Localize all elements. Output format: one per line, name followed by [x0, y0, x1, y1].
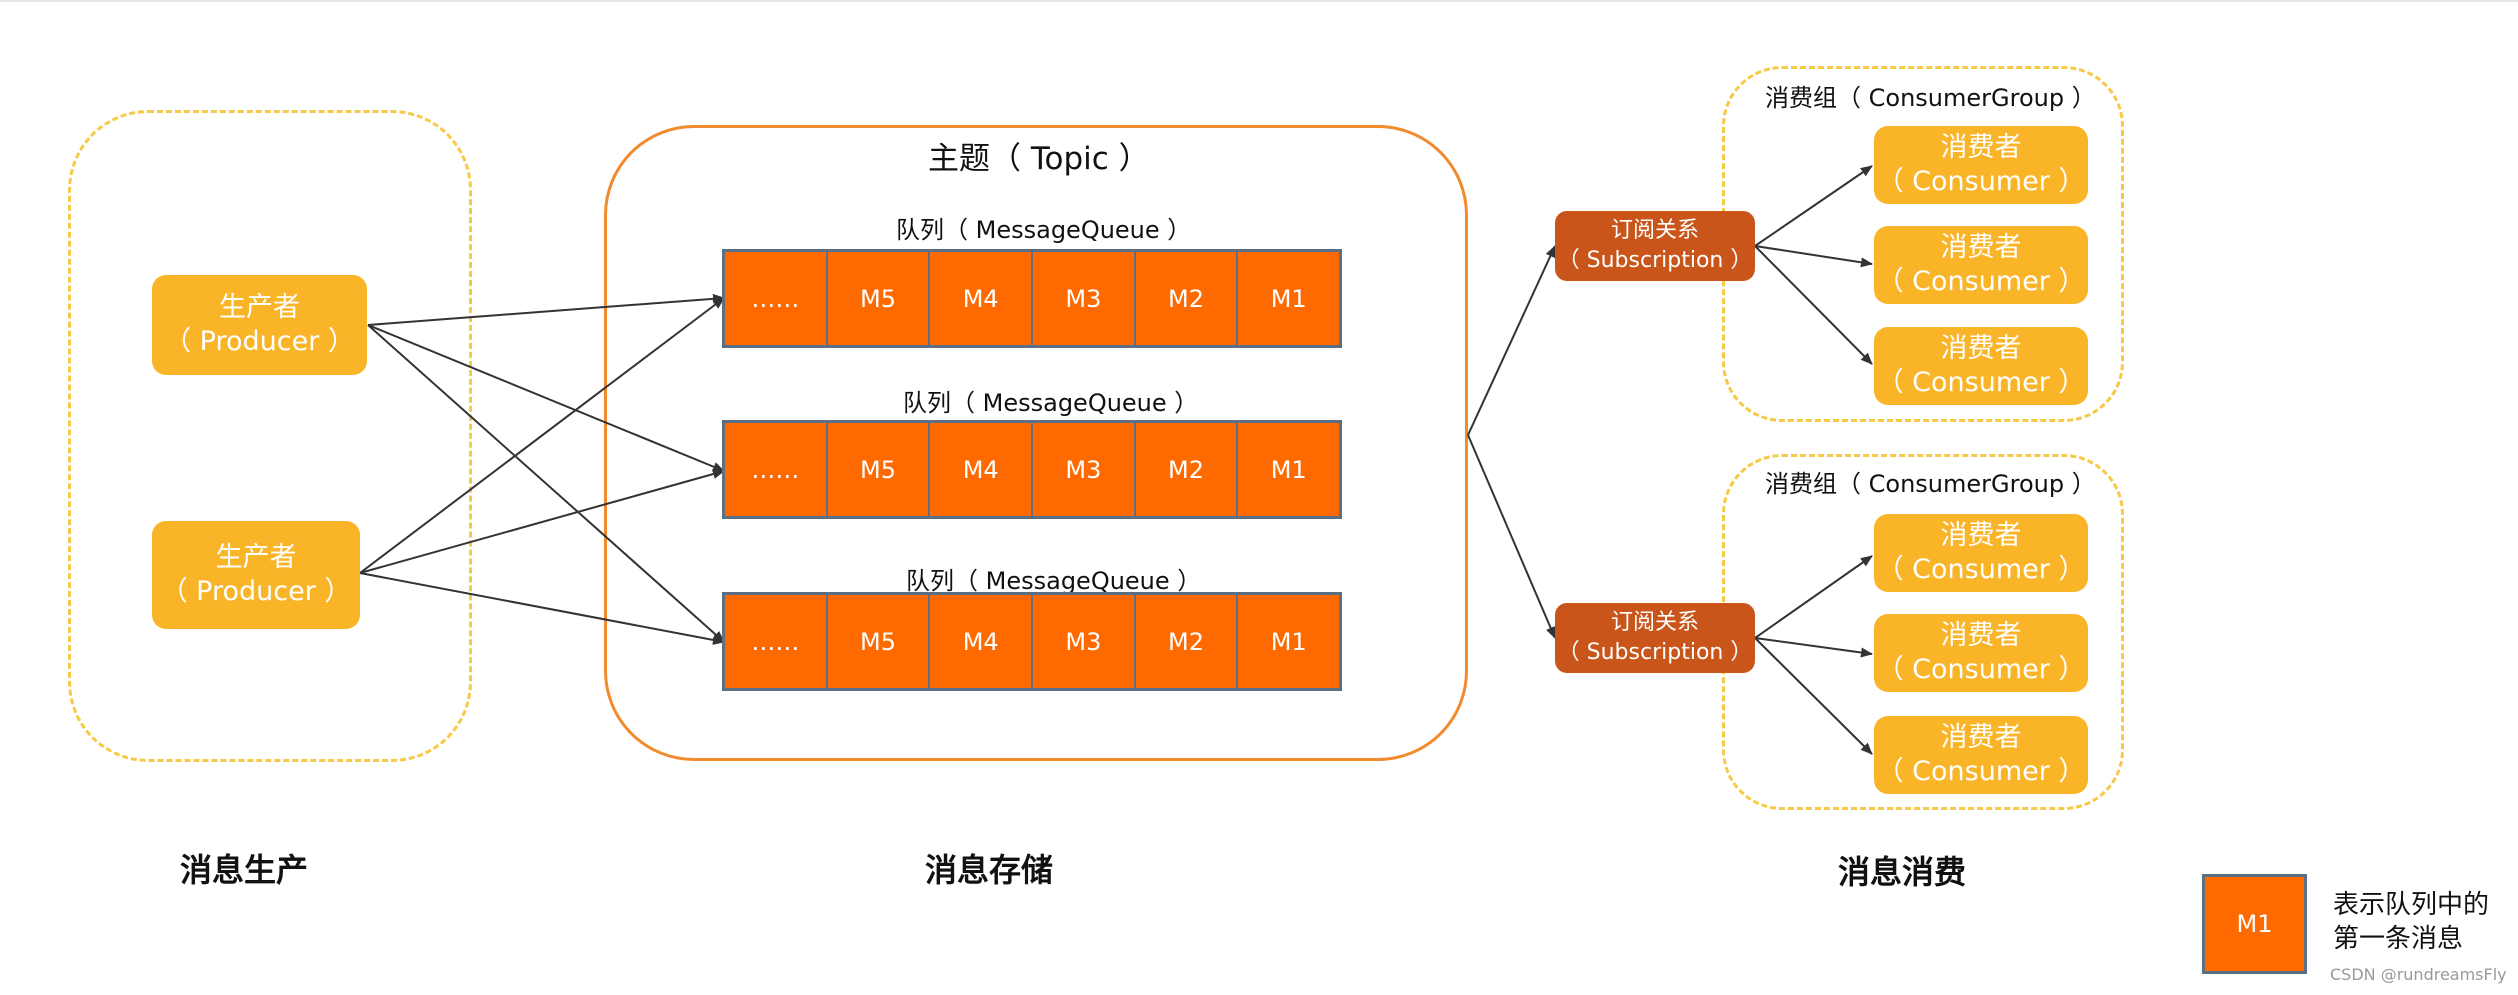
- queue-cell: M1: [1270, 284, 1307, 313]
- consumer-sub: （ Consumer ）: [1876, 266, 2086, 297]
- subscription-name: 订阅关系: [1610, 218, 1699, 243]
- queue-cell: M1: [1270, 627, 1307, 656]
- consumer-group-label: 消费组（ ConsumerGroup ）: [1765, 84, 2096, 112]
- legend-text: 表示队列中的 第一条消息: [2333, 888, 2489, 956]
- queue-cell: M1: [1270, 455, 1307, 484]
- arrow-p1-q1: [367, 293, 725, 326]
- queue-cell: M2: [1136, 423, 1239, 516]
- consumer-name: 消费者: [1940, 722, 2022, 753]
- subscription-sub: （ Subscription ）: [1557, 640, 1753, 665]
- legend-swatch: M1: [2202, 874, 2307, 974]
- consumer-node: 消费者 （ Consumer ）: [1874, 126, 2088, 204]
- queue-cell: M2: [1136, 252, 1239, 345]
- arrow-topic-sub1: [1467, 245, 1556, 436]
- producer-name: 生产者: [219, 292, 300, 323]
- message-queue: …… M5 M4 M3 M2 M1: [722, 592, 1342, 691]
- consumer-node: 消费者 （ Consumer ）: [1874, 327, 2088, 405]
- topic-title: 主题（ Topic ）: [928, 141, 1150, 177]
- consumer-sub: （ Consumer ）: [1876, 367, 2086, 398]
- queue-cell: ……: [725, 252, 828, 345]
- consumer-group-label: 消费组（ ConsumerGroup ）: [1765, 470, 2096, 498]
- watermark: CSDN @rundreamsFly: [2330, 965, 2507, 984]
- consumer-node: 消费者 （ Consumer ）: [1874, 226, 2088, 304]
- queue-cell: M3: [1033, 595, 1136, 688]
- queue-cell: M5: [828, 595, 931, 688]
- queue-cell: M4: [930, 595, 1034, 688]
- consumer-sub: （ Consumer ）: [1876, 756, 2086, 787]
- legend-line: 表示队列中的: [2333, 890, 2490, 920]
- producer-sub: （ Producer ）: [160, 576, 352, 607]
- queue-cell: M4: [930, 423, 1034, 516]
- producer-sub: （ Producer ）: [164, 326, 355, 357]
- section-storage-caption: 消息存储: [925, 851, 1054, 889]
- section-consumption-caption: 消息消费: [1838, 853, 1967, 891]
- arrow-p1-q2: [367, 324, 725, 472]
- subscription-sub: （ Subscription ）: [1557, 248, 1753, 273]
- arrow-p2-q2: [359, 469, 725, 574]
- queue-cell: M5: [828, 252, 931, 345]
- arrow-topic-sub2: [1467, 434, 1556, 639]
- consumer-name: 消费者: [1940, 333, 2022, 364]
- queue-cell: M3: [1033, 423, 1136, 516]
- subscription-name: 订阅关系: [1610, 610, 1699, 635]
- arrow-sub1-c3: [1754, 245, 1873, 365]
- arrow-sub2-c3: [1754, 637, 1873, 755]
- arrow-sub1-c2: [1754, 245, 1873, 268]
- queue-label: 队列（ MessageQueue ）: [896, 216, 1192, 244]
- producer-node: 生产者 （ Producer ）: [152, 521, 360, 629]
- queue-cell: ……: [725, 423, 828, 516]
- consumer-node: 消费者 （ Consumer ）: [1874, 514, 2088, 592]
- producer-node: 生产者 （ Producer ）: [152, 275, 367, 375]
- production-region: [68, 110, 472, 762]
- queue-cell: M3: [1033, 252, 1136, 345]
- section-production-caption: 消息生产: [180, 851, 309, 889]
- consumer-sub: （ Consumer ）: [1876, 166, 2086, 197]
- producer-name: 生产者: [215, 542, 297, 573]
- consumer-name: 消费者: [1940, 620, 2022, 651]
- consumer-name: 消费者: [1940, 132, 2022, 163]
- arrow-sub2-c2: [1754, 637, 1873, 658]
- top-divider: [0, 0, 2518, 2]
- subscription-node: 订阅关系 （ Subscription ）: [1555, 603, 1755, 673]
- queue-label: 队列（ MessageQueue ）: [903, 389, 1199, 417]
- message-queue: …… M5 M4 M3 M2 M1: [722, 249, 1342, 348]
- queue-cell: M2: [1136, 595, 1239, 688]
- subscription-node: 订阅关系 （ Subscription ）: [1555, 211, 1755, 281]
- arrow-sub2-c1: [1754, 555, 1873, 639]
- consumer-node: 消费者 （ Consumer ）: [1874, 614, 2088, 692]
- consumer-name: 消费者: [1940, 232, 2022, 263]
- topic-region: [604, 125, 1468, 761]
- arrow-p2-q3: [359, 572, 725, 645]
- arrow-sub1-c1: [1754, 165, 1873, 247]
- consumer-node: 消费者 （ Consumer ）: [1874, 716, 2088, 794]
- consumer-sub: （ Consumer ）: [1876, 554, 2086, 585]
- consumer-sub: （ Consumer ）: [1876, 654, 2086, 685]
- arrow-p2-q1: [359, 297, 725, 574]
- queue-cell: ……: [725, 595, 828, 688]
- legend-line: 第一条消息: [2333, 924, 2464, 954]
- arrow-p1-q3: [367, 324, 725, 643]
- consumer-name: 消费者: [1940, 520, 2022, 551]
- queue-cell: M5: [828, 423, 931, 516]
- queue-cell: M4: [930, 252, 1034, 345]
- message-queue: …… M5 M4 M3 M2 M1: [722, 420, 1342, 519]
- queue-label: 队列（ MessageQueue ）: [906, 567, 1202, 595]
